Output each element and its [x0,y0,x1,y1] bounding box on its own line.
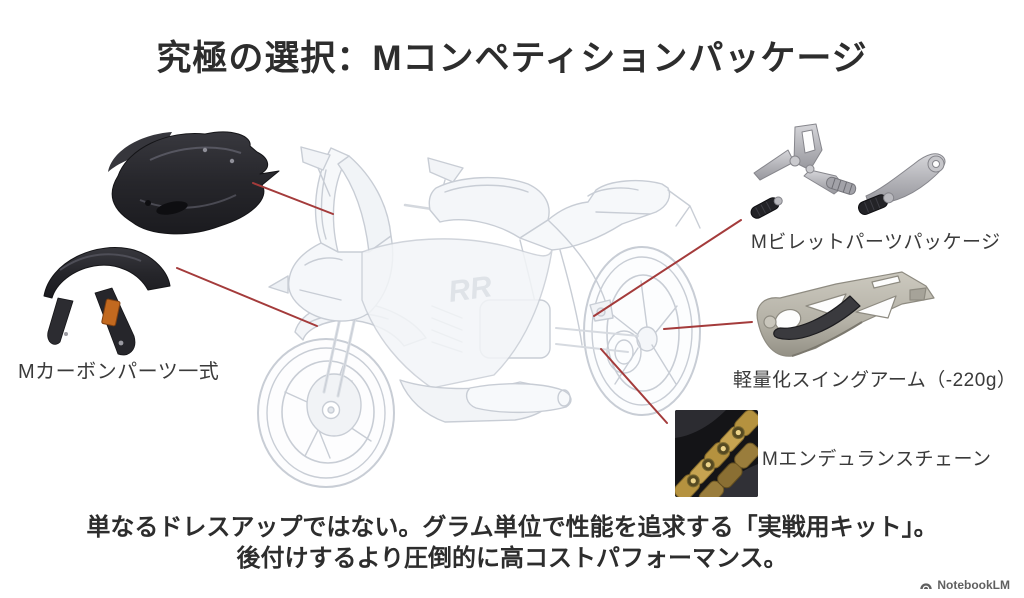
billet-parts-illustration [750,123,946,219]
connector-line-carbon-tail [252,182,334,215]
label-chain: Mエンデュランスチェーン [762,449,992,470]
watermark: NotebookLM [919,578,1010,592]
billet-lever [857,153,946,215]
connector-line-swingarm [663,321,753,330]
page-title: 究極の選択：Mコンペティションパッケージ [156,39,868,78]
front-wheel [257,338,395,488]
carbon-front-fender [43,247,171,356]
fender-reflector [101,298,121,327]
seat-tail [519,179,671,251]
carbon-tail-cowl [108,131,280,235]
label-billet-parts: Mビレットパーツパッケージ [751,232,1001,253]
summary-text: 単なるドレスアップではない。グラム単位で性能を追求する「実戦用キット」。 後付け… [0,512,1024,574]
summary-line-2: 後付けするより圧倒的に高コストパフォーマンス。 [236,545,788,573]
carbon-parts-illustration [43,131,280,356]
chain-photo [675,410,758,497]
exhaust [465,383,572,414]
label-swingarm: 軽量化スイングアーム（-220g） [733,370,1017,391]
billet-shift-peg [750,196,783,219]
label-carbon-parts: Mカーボンパーツ一式 [18,361,220,383]
swingarm-illustration [756,271,935,357]
rr-logo: RR [446,270,494,309]
side-fairing [361,238,553,389]
connector-line-chain [600,348,668,424]
left-mirror [300,146,331,171]
rear-wheel [583,246,701,416]
summary-line-1: 単なるドレスアップではない。グラム単位で性能を追求する「実戦用キット」。 [86,514,938,541]
chain-slider [773,295,861,340]
fuel-tank [428,176,550,239]
watermark-text: NotebookLM [937,578,1010,592]
motorcycle-illustration: RR [257,146,701,488]
billet-rearset [753,123,857,195]
notebooklm-logo-icon [920,582,933,589]
connector-lines [176,182,753,424]
connector-line-carbon-fender [176,267,318,327]
connector-line-billet [593,219,742,317]
right-mirror [427,157,464,183]
